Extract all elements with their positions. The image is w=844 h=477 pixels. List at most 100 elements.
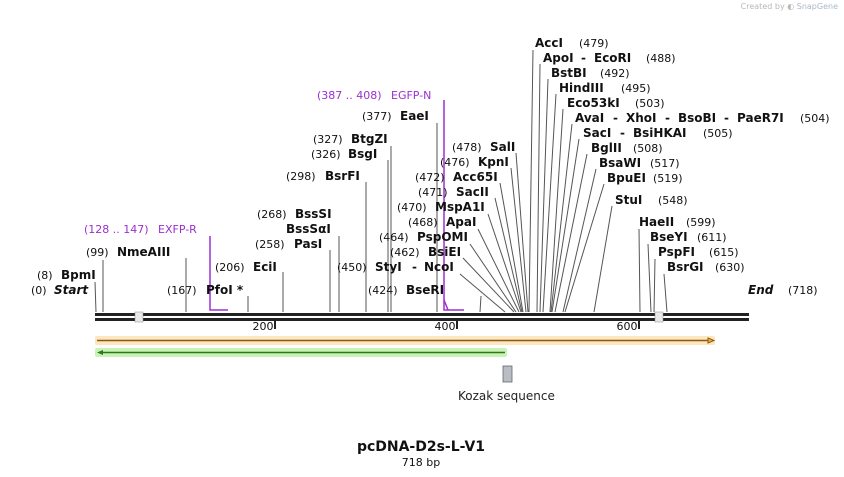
enzyme-site-bpuei[interactable]: BpuEI (519) xyxy=(607,171,683,185)
enzyme-name[interactable]: Eco53kI xyxy=(567,96,620,110)
enzyme-name[interactable]: AccI xyxy=(535,36,563,50)
enzyme-site-acci[interactable]: AccI (479) xyxy=(535,36,609,50)
enzyme-site-styi-ncoi[interactable]: (450) StyI - NcoI xyxy=(337,260,454,274)
enzyme-site-nmeaiii[interactable]: (99) NmeAIII xyxy=(86,245,170,259)
enzyme-site-eco53ki[interactable]: Eco53kI (503) xyxy=(567,96,665,110)
enzyme-separator: - xyxy=(581,51,586,65)
enzyme-position: (167) xyxy=(167,284,197,297)
enzyme-site-stui[interactable]: StuI (548) xyxy=(615,193,688,207)
enzyme-site-bsssi[interactable]: (268) BssSI xyxy=(257,207,332,221)
enzyme-site-bsrfi[interactable]: (298) BsrFI xyxy=(286,169,360,183)
kozak-feature[interactable]: Kozak sequence xyxy=(458,365,555,403)
enzyme-name[interactable]: BstBI xyxy=(551,66,587,80)
enzyme-site-acc65i[interactable]: (472) Acc65I xyxy=(415,170,498,184)
enzyme-site-bseyi[interactable]: BseYI (611) xyxy=(650,230,727,244)
enzyme-name[interactable]: BsiHKAI xyxy=(633,126,687,140)
enzyme-site-pasi[interactable]: (258) PasI xyxy=(255,237,322,251)
primer-name[interactable]: EXFP-R xyxy=(158,223,197,236)
enzyme-site-saci-bsihkai[interactable]: SacI - BsiHKAI (505) xyxy=(583,126,733,140)
enzyme-name[interactable]: XhoI xyxy=(626,111,657,125)
primer-egfp-n[interactable]: (387 .. 408) EGFP-N xyxy=(317,89,464,311)
primer-exfp-r[interactable]: (128 .. 147) EXFP-R xyxy=(84,223,228,311)
enzyme-site-pspomi[interactable]: (464) PspOMI xyxy=(379,230,468,244)
enzyme-separator: - xyxy=(620,126,625,140)
enzyme-name[interactable]: NcoI xyxy=(424,260,454,274)
enzyme-name[interactable]: BpuEI xyxy=(607,171,646,185)
enzyme-name[interactable]: BsrFI xyxy=(325,169,360,183)
enzyme-position: (471) xyxy=(418,186,448,199)
enzyme-name[interactable]: HaeII xyxy=(639,215,674,229)
enzyme-name[interactable]: EciI xyxy=(253,260,277,274)
kozak-box[interactable] xyxy=(502,365,513,383)
enzyme-name[interactable]: BsrGI xyxy=(667,260,704,274)
enzyme-position: (495) xyxy=(621,82,651,95)
enzyme-site-apoi-ecori[interactable]: ApoI - EcoRI (488) xyxy=(543,51,676,65)
enzyme-name[interactable]: EaeI xyxy=(400,109,429,123)
enzyme-name[interactable]: EcoRI xyxy=(594,51,631,65)
enzyme-site-pspfi[interactable]: PspFI (615) xyxy=(658,245,739,259)
enzyme-site-sali[interactable]: (478) SalI xyxy=(452,140,515,154)
enzyme-name[interactable]: BseRI xyxy=(406,283,444,297)
enzyme-site-bsssai[interactable]: BssSαI xyxy=(286,222,331,236)
enzyme-name[interactable]: PaeR7I xyxy=(737,111,784,125)
enzyme-site-ecii[interactable]: (206) EciI xyxy=(215,260,277,274)
enzyme-site-kpni[interactable]: (476) KpnI xyxy=(440,155,509,169)
enzyme-name[interactable]: StyI xyxy=(375,260,402,274)
enzyme-name[interactable]: SacII xyxy=(456,185,489,199)
enzyme-site-bglii[interactable]: BglII (508) xyxy=(591,141,663,155)
enzyme-name[interactable]: BsaWI xyxy=(599,156,641,170)
enzyme-site-mspa1i[interactable]: (470) MspA1I xyxy=(397,200,485,214)
enzyme-name[interactable]: BpmI xyxy=(61,268,96,282)
enzyme-name[interactable]: BsoBI xyxy=(678,111,716,125)
snapgene-watermark: Created by ◐ SnapGene xyxy=(741,2,838,11)
enzyme-site-hindiii[interactable]: HindIII (495) xyxy=(559,81,651,95)
enzyme-name[interactable]: BssSαI xyxy=(286,222,331,236)
primer-range: (387 .. 408) xyxy=(317,89,382,102)
enzyme-name[interactable]: StuI xyxy=(615,193,642,207)
enzyme-name[interactable]: NmeAIII xyxy=(117,245,170,259)
enzyme-name[interactable]: BtgZI xyxy=(351,132,388,146)
enzyme-name[interactable]: PspFI xyxy=(658,245,695,259)
enzyme-site-haeii[interactable]: HaeII (599) xyxy=(639,215,716,229)
enzyme-site-btgzi[interactable]: (327) BtgZI xyxy=(313,132,388,146)
enzyme-name[interactable]: PspOMI xyxy=(417,230,468,244)
enzyme-site-avai-xhoi-bsobi-paer7i[interactable]: AvaI - XhoI - BsoBI - PaeR7I (504) xyxy=(575,111,830,125)
enzyme-position: (492) xyxy=(600,67,630,80)
enzyme-site-apai[interactable]: (468) ApaI xyxy=(408,215,476,229)
enzyme-site-eaei[interactable]: (377) EaeI xyxy=(362,109,429,123)
enzyme-labels: (8) BpmI (99) NmeAIII (167) PfoI * (206)… xyxy=(37,36,830,297)
enzyme-position: (488) xyxy=(646,52,676,65)
enzyme-position: (508) xyxy=(633,142,663,155)
enzyme-site-pfoi[interactable]: (167) PfoI * xyxy=(167,283,244,297)
enzyme-site-sacii[interactable]: (471) SacII xyxy=(418,185,489,199)
enzyme-separator: - xyxy=(412,260,417,274)
enzyme-position: (450) xyxy=(337,261,367,274)
enzyme-name[interactable]: BsiEI xyxy=(428,245,461,259)
enzyme-site-bsiei[interactable]: (462) BsiEI xyxy=(390,245,461,259)
enzyme-name[interactable]: BssSI xyxy=(295,207,332,221)
enzyme-name[interactable]: ApaI xyxy=(446,215,476,229)
enzyme-site-bpmi[interactable]: (8) BpmI xyxy=(37,268,96,282)
enzyme-name[interactable]: HindIII xyxy=(559,81,604,95)
enzyme-name[interactable]: KpnI xyxy=(478,155,509,169)
enzyme-name[interactable]: PfoI * xyxy=(206,283,244,297)
enzyme-name[interactable]: AvaI xyxy=(575,111,604,125)
reverse-feature-arrow[interactable] xyxy=(95,348,507,357)
enzyme-name[interactable]: BseYI xyxy=(650,230,688,244)
enzyme-name[interactable]: MspA1I xyxy=(435,200,485,214)
enzyme-name[interactable]: SalI xyxy=(490,140,515,154)
enzyme-site-bsawi[interactable]: BsaWI (517) xyxy=(599,156,680,170)
enzyme-name[interactable]: ApoI xyxy=(543,51,574,65)
enzyme-site-bsrgi[interactable]: BsrGI (630) xyxy=(667,260,745,274)
primer-name[interactable]: EGFP-N xyxy=(391,89,431,102)
enzyme-site-bseri[interactable]: (424) BseRI xyxy=(368,283,444,297)
enzyme-site-bstbi[interactable]: BstBI (492) xyxy=(551,66,630,80)
forward-feature-arrow[interactable] xyxy=(95,336,716,345)
enzyme-site-bsgi[interactable]: (326) BsgI xyxy=(311,147,377,161)
enzyme-name[interactable]: BglII xyxy=(591,141,622,155)
snapgene-logo-icon: ◐ xyxy=(787,2,795,11)
enzyme-name[interactable]: Acc65I xyxy=(453,170,498,184)
enzyme-name[interactable]: PasI xyxy=(294,237,322,251)
enzyme-name[interactable]: BsgI xyxy=(348,147,377,161)
enzyme-name[interactable]: SacI xyxy=(583,126,611,140)
